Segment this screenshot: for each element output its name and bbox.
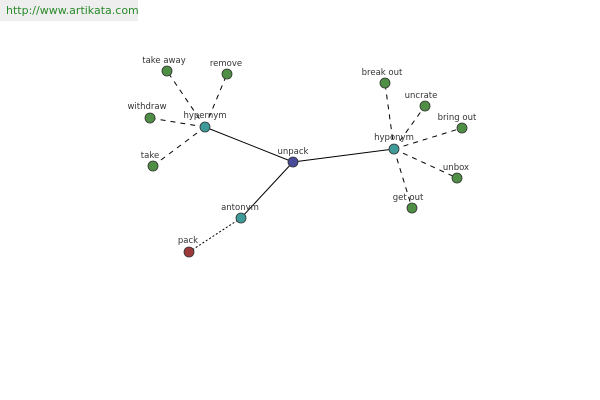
node-take-label: take [141,151,159,161]
node-uncrate[interactable]: uncrate [405,91,438,112]
node-uncrate-label: uncrate [405,91,438,101]
node-uncrate-marker[interactable] [419,100,431,112]
node-antonym-label: antonym [221,203,259,213]
node-hypernym[interactable]: hypernym [183,111,227,133]
node-remove-label: remove [210,59,242,69]
node-unpack-marker[interactable] [287,156,299,168]
edge-hyponym-bring-out [393,127,463,150]
node-remove[interactable]: remove [210,59,242,80]
node-take[interactable]: take [141,151,159,172]
node-hyponym[interactable]: hyponym [374,133,414,155]
edge-unpack-antonym [240,161,294,219]
node-remove-marker[interactable] [221,68,233,80]
node-take-marker[interactable] [147,160,159,172]
node-pack[interactable]: pack [178,236,198,258]
node-withdraw-marker[interactable] [144,112,156,124]
node-unpack-label: unpack [278,147,309,157]
node-withdraw-label: withdraw [127,102,166,112]
edge-hyponym-break-out [384,82,395,150]
node-unbox-label: unbox [443,163,469,173]
node-hypernym-marker[interactable] [199,121,211,133]
node-layer: unpack hypernym hyponym antonym take away rem… [127,56,477,258]
node-unbox-marker[interactable] [451,172,463,184]
node-unpack[interactable]: unpack [278,147,309,168]
node-get-out-marker[interactable] [406,202,418,214]
node-break-out-marker[interactable] [379,77,391,89]
node-take-away-marker[interactable] [161,65,173,77]
edge-layer [149,70,463,253]
edge-unpack-hypernym [204,126,294,163]
node-bring-out-marker[interactable] [456,122,468,134]
node-antonym[interactable]: antonym [221,203,259,224]
node-hyponym-label: hyponym [374,133,414,143]
node-hyponym-marker[interactable] [388,143,400,155]
edge-antonym-pack [188,217,242,253]
edge-hypernym-take-away [166,70,206,128]
node-get-out-label: get out [393,193,424,203]
node-take-away-label: take away [142,56,186,66]
node-bring-out[interactable]: bring out [438,113,477,134]
node-antonym-marker[interactable] [235,212,247,224]
node-withdraw[interactable]: withdraw [127,102,167,124]
edge-hyponym-get-out [393,148,413,209]
source-watermark: http://www.artikata.com [0,0,139,21]
node-hypernym-label: hypernym [183,111,226,121]
node-break-out-label: break out [362,68,403,78]
node-break-out[interactable]: break out [362,68,403,89]
edge-hyponym-uncrate [393,105,426,150]
node-pack-marker[interactable] [183,246,195,258]
node-unbox[interactable]: unbox [443,163,469,184]
edge-hyponym-unbox [393,148,458,179]
node-bring-out-label: bring out [438,113,477,123]
edge-hypernym-take [152,126,206,167]
edge-unpack-hyponym [292,148,395,163]
node-get-out[interactable]: get out [393,193,424,214]
node-take-away[interactable]: take away [142,56,186,77]
node-pack-label: pack [178,236,198,246]
